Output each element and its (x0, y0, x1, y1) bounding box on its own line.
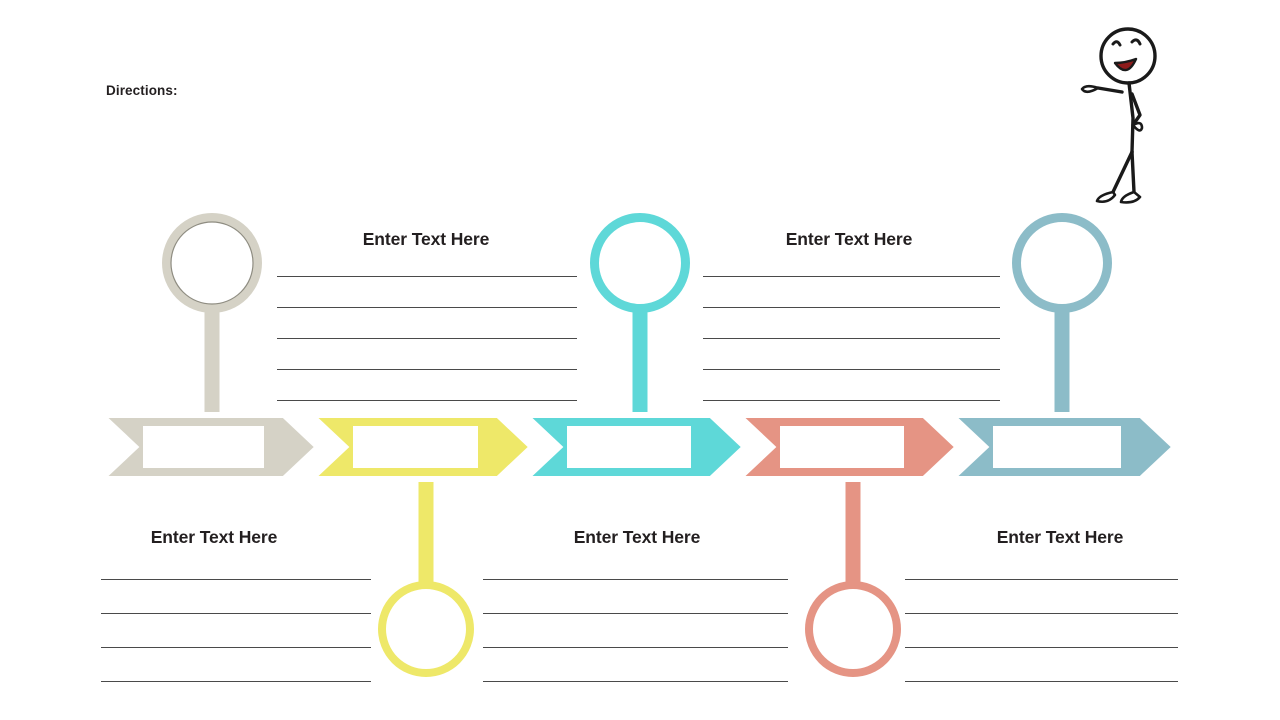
writing-lines-bottom-2[interactable] (483, 579, 788, 715)
writing-line[interactable] (703, 369, 1000, 370)
writing-line[interactable] (277, 400, 577, 401)
writing-line[interactable] (277, 307, 577, 308)
stick-figure-hand-right (1131, 121, 1144, 132)
stick-figure-foot-right (1119, 190, 1142, 204)
writing-lines-top-2[interactable] (703, 276, 1000, 431)
writing-line[interactable] (905, 613, 1178, 614)
timeline-step-textbox-2[interactable] (353, 426, 478, 468)
writing-line[interactable] (483, 681, 788, 682)
writing-lines-bottom-1[interactable] (101, 579, 371, 715)
stick-figure-spine (1127, 81, 1135, 154)
writing-line[interactable] (483, 579, 788, 580)
writing-line[interactable] (101, 681, 371, 682)
timeline-circle-1-inner-outline (170, 221, 254, 305)
writing-line[interactable] (101, 613, 371, 614)
stick-figure-arm-right (1130, 92, 1142, 127)
writing-line[interactable] (101, 647, 371, 648)
chevrons-group (93, 412, 1180, 482)
stick-figure-leg-left (1111, 150, 1134, 194)
writing-line[interactable] (905, 647, 1178, 648)
timeline-circle-3[interactable] (590, 213, 690, 313)
timeline-step-textbox-5[interactable] (993, 426, 1121, 468)
stick-figure-head (1099, 27, 1157, 85)
writing-line[interactable] (277, 276, 577, 277)
stick-figure-eye-right (1130, 38, 1142, 46)
directions-label: Directions: (106, 83, 178, 98)
stick-figure-arm-pointing (1096, 86, 1124, 94)
writing-lines-bottom-3[interactable] (905, 579, 1178, 715)
timeline-step-textbox-3[interactable] (567, 426, 691, 468)
writing-line[interactable] (905, 681, 1178, 682)
stick-figure-foot-left (1095, 190, 1117, 204)
stick-figure-leg-right (1130, 150, 1136, 194)
enter-text-label-top-1[interactable]: Enter Text Here (362, 229, 490, 249)
enter-text-label-top-2[interactable]: Enter Text Here (785, 229, 913, 249)
timeline-circle-1[interactable] (162, 213, 262, 313)
timeline-circle-4[interactable] (805, 581, 901, 677)
writing-line[interactable] (703, 338, 1000, 339)
stick-figure-pointing (1080, 27, 1157, 204)
writing-line[interactable] (703, 400, 1000, 401)
stick-figure-mouth (1113, 57, 1138, 72)
timeline-step-textbox-4[interactable] (780, 426, 904, 468)
writing-line[interactable] (277, 338, 577, 339)
writing-line[interactable] (703, 276, 1000, 277)
stick-figure-eye-left (1111, 40, 1122, 47)
timeline-circle-2[interactable] (378, 581, 474, 677)
writing-line[interactable] (483, 647, 788, 648)
writing-line[interactable] (483, 613, 788, 614)
writing-line[interactable] (703, 307, 1000, 308)
stick-figure-hand-pointing (1080, 84, 1100, 94)
writing-line[interactable] (277, 369, 577, 370)
timeline-step-textbox-1[interactable] (143, 426, 264, 468)
timeline-circle-5[interactable] (1012, 213, 1112, 313)
enter-text-label-bottom-2[interactable]: Enter Text Here (573, 527, 701, 547)
circles-group (162, 213, 1112, 677)
enter-text-label-bottom-1[interactable]: Enter Text Here (150, 527, 278, 547)
writing-line[interactable] (905, 579, 1178, 580)
writing-lines-top-1[interactable] (277, 276, 577, 431)
writing-line[interactable] (101, 579, 371, 580)
enter-text-label-bottom-3[interactable]: Enter Text Here (996, 527, 1124, 547)
